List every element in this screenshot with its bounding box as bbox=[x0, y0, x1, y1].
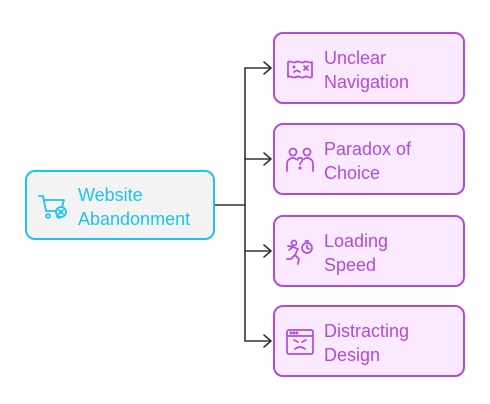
arrowhead-3 bbox=[263, 244, 272, 258]
branch-2-label-line-2: Choice bbox=[324, 163, 381, 183]
confused-people-icon bbox=[285, 145, 315, 175]
branch-label: Paradox of Choice bbox=[324, 137, 462, 185]
branch-node-distracting-design: Distracting Design bbox=[273, 305, 465, 377]
branch-4-label-line-1: Distracting bbox=[324, 321, 410, 341]
branch-label: Unclear Navigation bbox=[324, 46, 462, 94]
root-node-label: Website Abandonment bbox=[78, 183, 213, 231]
root-label-line-2: Abandonment bbox=[78, 209, 191, 229]
branch-3-label-line-2: Speed bbox=[324, 255, 377, 275]
branch-1-label-line-1: Unclear bbox=[324, 48, 387, 68]
branch-4-label-line-2: Design bbox=[324, 345, 381, 365]
branch-2-label-line-1: Paradox of bbox=[324, 139, 412, 159]
branch-1-label-line-2: Navigation bbox=[324, 72, 410, 92]
root-node-website-abandonment: Website Abandonment bbox=[25, 170, 215, 240]
branch-label: Loading Speed bbox=[324, 229, 462, 277]
angry-browser-window-icon bbox=[285, 327, 315, 357]
arrowhead-1 bbox=[263, 61, 272, 75]
confused-map-icon bbox=[285, 54, 315, 84]
shopping-cart-cancel-icon bbox=[37, 191, 69, 223]
root-label-line-1: Website bbox=[78, 185, 143, 205]
branch-node-unclear-navigation: Unclear Navigation bbox=[273, 32, 465, 104]
arrowhead-2 bbox=[263, 152, 272, 166]
branch-3-label-line-1: Loading bbox=[324, 231, 389, 251]
branch-node-paradox-of-choice: Paradox of Choice bbox=[273, 123, 465, 195]
branch-label: Distracting Design bbox=[324, 319, 462, 367]
branch-node-loading-speed: Loading Speed bbox=[273, 215, 465, 287]
arrowhead-4 bbox=[263, 334, 272, 348]
running-timer-icon bbox=[285, 237, 315, 267]
